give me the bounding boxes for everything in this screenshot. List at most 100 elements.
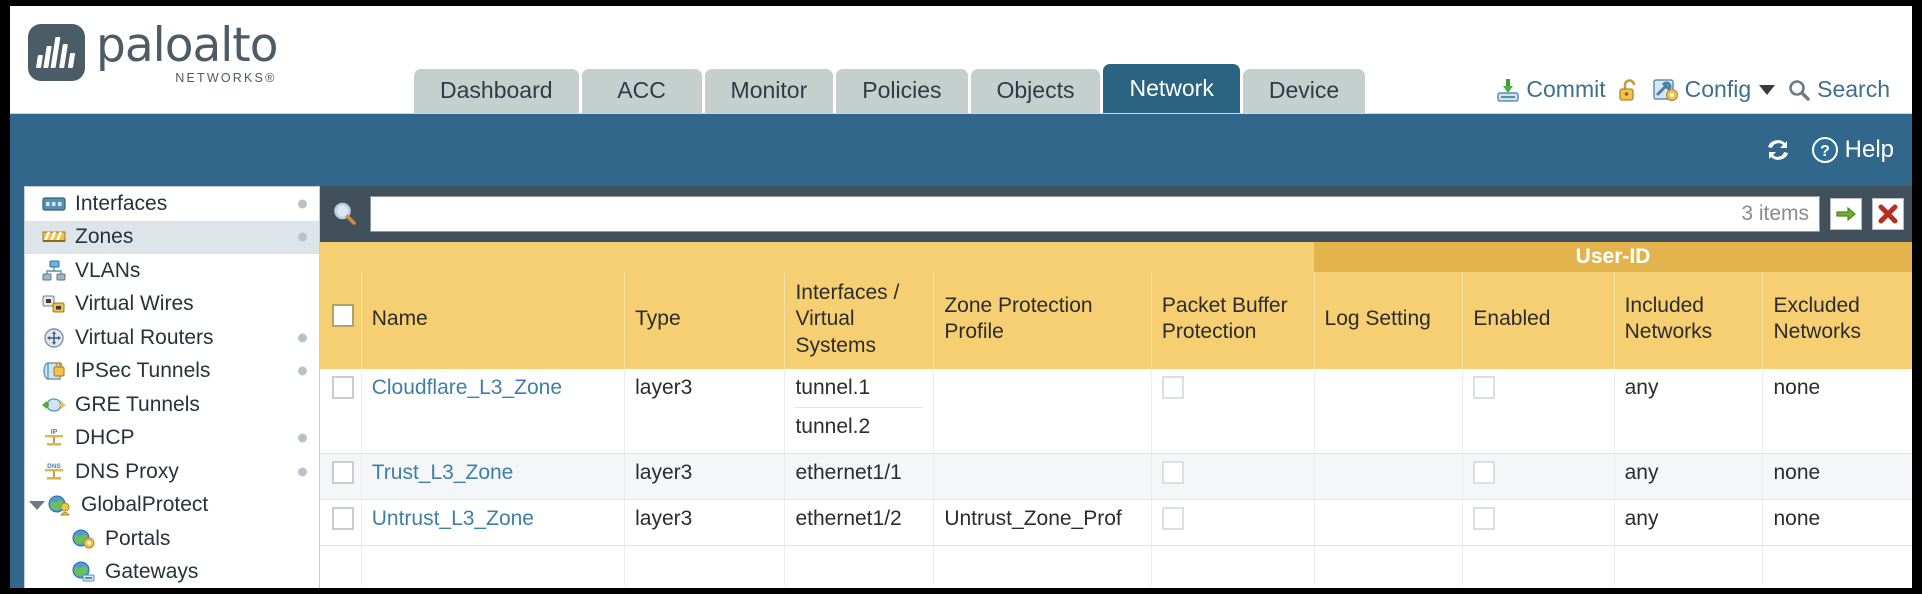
interface-entry: ethernet1/1 [795,460,902,484]
main-body: Interfaces Zones VLANs [10,186,1912,588]
sidebar-item-dns-proxy[interactable]: DNS DNS Proxy [25,455,319,489]
table-row[interactable]: Trust_L3_Zone layer3 ethernet1/1 [320,453,1912,500]
interface-entry: ethernet1/2 [795,506,902,530]
row-select-checkbox[interactable] [332,375,354,399]
refresh-icon[interactable] [1763,136,1793,164]
sidebar-item-label: Interfaces [75,191,168,215]
sidebar-item-vlans[interactable]: VLANs [25,254,319,288]
tab-acc[interactable]: ACC [581,69,702,113]
sidebar-item-label: IPSec Tunnels [75,359,211,383]
sidebar-item-virtual-wires[interactable]: Virtual Wires [25,288,319,322]
cell-user-id-enabled [1462,499,1615,546]
interfaces-icon [42,197,66,211]
paloalto-logo-mark-icon [28,24,85,81]
column-header-name[interactable]: Name [360,272,625,369]
cell-included-networks: any [1613,499,1763,546]
sidebar-item-gre-tunnels[interactable]: GRE Tunnels [25,388,319,422]
sidebar-item-zones[interactable]: Zones [25,220,319,254]
sidebar-item-dhcp[interactable]: IP DHCP [25,422,319,456]
sidebar-item-portals[interactable]: Portals [25,522,319,556]
sidebar-item-status-dot [298,366,307,376]
green-arrow-icon [1836,206,1856,222]
sidebar-item-status-dot [298,199,307,209]
clear-filter-button[interactable] [1872,198,1904,230]
tab-dashboard[interactable]: Dashboard [414,69,579,113]
cell-excluded-networks: none [1762,499,1912,546]
cell-user-id-enabled [1462,453,1615,500]
zone-name-link[interactable]: Cloudflare_L3_Zone [371,375,563,399]
zone-name-link[interactable]: Trust_L3_Zone [371,460,514,484]
table-row[interactable]: Untrust_L3_Zone layer3 ethernet1/2 Untru… [320,499,1912,546]
zone-name-link[interactable]: Untrust_L3_Zone [371,506,534,530]
packet-buffer-protection-checkbox[interactable] [1161,506,1184,530]
search-label: Search [1817,76,1890,102]
apply-filter-button[interactable] [1830,198,1862,230]
gateways-icon [72,561,95,582]
commit-button[interactable]: Commit [1495,76,1606,103]
tab-monitor[interactable]: Monitor [704,69,834,113]
column-header-excluded-networks[interactable]: Excluded Networks [1762,272,1912,369]
tab-network[interactable]: Network [1103,64,1240,113]
sidebar-item-virtual-routers[interactable]: Virtual Routers [25,321,319,355]
column-header-type[interactable]: Type [624,272,785,369]
select-all-checkbox[interactable] [332,304,354,328]
ipsec-tunnels-icon [43,362,65,380]
column-header-packet-buffer-protection[interactable]: Packet Buffer Protection [1150,272,1315,369]
sidebar-item-label: Virtual Routers [75,325,214,349]
config-menu-button[interactable]: Config [1652,76,1776,103]
sidebar-item-globalprotect[interactable]: GlobalProtect [25,489,319,523]
search-input[interactable]: 3 items [370,196,1820,232]
group-header-spacer [320,242,1315,272]
row-select-checkbox[interactable] [332,460,354,484]
column-header-enabled[interactable]: Enabled [1462,272,1615,369]
help-button[interactable]: ? Help [1811,136,1894,164]
tab-objects[interactable]: Objects [970,69,1101,113]
user-id-enabled-checkbox[interactable] [1473,460,1496,484]
user-id-enabled-checkbox[interactable] [1473,506,1496,530]
cell-name: Untrust_L3_Zone [360,499,625,546]
sidebar-item-label: GRE Tunnels [75,392,200,416]
cell-excluded-networks: none [1762,368,1912,454]
table-row[interactable]: Cloudflare_L3_Zone layer3 tunnel.1 tunne… [320,368,1912,454]
sidebar-item-label: VLANs [75,258,141,282]
zones-table-body: Cloudflare_L3_Zone layer3 tunnel.1 tunne… [320,368,1912,586]
search-toolbar: 3 items [320,186,1912,242]
sidebar-item-label: Virtual Wires [75,292,194,316]
sidebar-item-ipsec-tunnels[interactable]: IPSec Tunnels [25,355,319,389]
user-id-enabled-checkbox[interactable] [1473,375,1496,399]
cell-name: Trust_L3_Zone [360,453,625,500]
column-header-interfaces[interactable]: Interfaces / Virtual Systems [784,272,934,369]
brand-subtitle: NETWORKS® [175,71,277,85]
cell-interfaces: ethernet1/2 [784,499,934,546]
cell-user-id-enabled [1462,368,1615,454]
column-header-included-networks[interactable]: Included Networks [1613,272,1763,369]
zones-table-head: User-ID Name Type Interfaces / Virtual S… [320,242,1912,369]
sidebar-item-interfaces[interactable]: Interfaces [25,187,319,221]
packet-buffer-protection-checkbox[interactable] [1161,460,1184,484]
sidebar-item-gateways[interactable]: Gateways [25,556,319,589]
chevron-down-icon[interactable] [1759,84,1776,95]
column-header-zone-protection-profile[interactable]: Zone Protection Profile [933,272,1152,369]
group-header-row: User-ID [320,242,1912,272]
virtual-wires-icon [42,295,65,313]
portals-icon [72,529,95,549]
packet-buffer-protection-checkbox[interactable] [1161,375,1184,399]
cell-included-networks: any [1613,368,1763,454]
search-magnifier-icon[interactable] [330,199,360,229]
table-empty-filler [320,545,1912,586]
interface-entry: tunnel.2 [795,406,924,446]
config-wrench-icon [1652,78,1678,101]
sidebar-item-label: Portals [105,526,171,550]
row-select-checkbox[interactable] [332,506,354,530]
tab-policies[interactable]: Policies [836,69,968,113]
cell-included-networks: any [1613,453,1763,500]
column-header-log-setting[interactable]: Log Setting [1313,272,1463,369]
expander-triangle-icon[interactable] [29,500,45,510]
red-x-icon [1878,204,1898,224]
select-all-header [320,272,362,369]
sidebar-item-label: Gateways [105,560,199,584]
unlock-button[interactable] [1617,77,1641,103]
cell-packet-buffer-protection [1150,499,1315,546]
tab-device[interactable]: Device [1242,69,1366,113]
search-button[interactable]: Search [1786,76,1890,103]
